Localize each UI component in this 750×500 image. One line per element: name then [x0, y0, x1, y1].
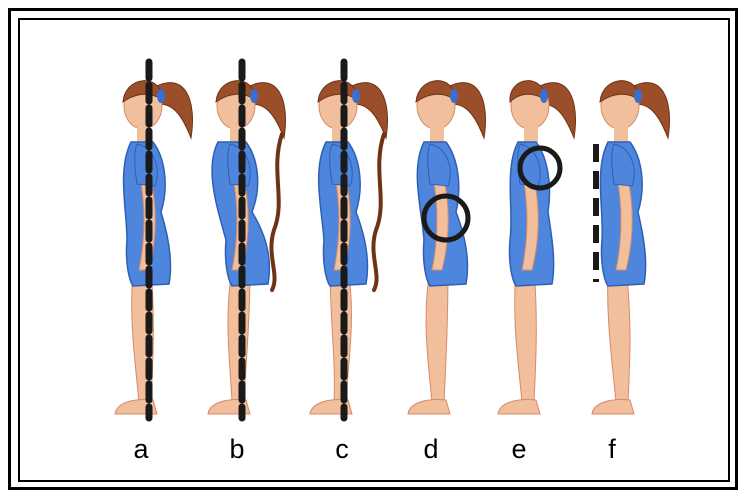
figure-a: [115, 62, 192, 418]
figure-c: [310, 62, 387, 418]
legs: [426, 268, 448, 402]
panel-label-a: a: [133, 436, 148, 463]
legs: [515, 268, 537, 402]
braid: [373, 134, 384, 290]
foot: [498, 400, 540, 414]
neck: [430, 124, 444, 142]
hair-tie: [634, 89, 642, 103]
hair-tie: [157, 89, 165, 103]
figure-f: [592, 81, 669, 414]
neck: [614, 124, 628, 142]
foot: [592, 400, 634, 414]
panel-label-f: f: [608, 436, 616, 463]
neck: [524, 124, 538, 142]
hair-tie: [352, 89, 360, 103]
panel-label-c: c: [335, 436, 349, 463]
legs: [608, 268, 630, 402]
braid: [271, 134, 282, 290]
legs: [330, 268, 351, 402]
panel-label-e: e: [511, 436, 526, 463]
figure-d: [408, 81, 485, 414]
figure-b: [208, 62, 285, 418]
hair-tie: [540, 89, 548, 103]
figure-e: [498, 81, 575, 414]
panel-label-d: d: [423, 436, 438, 463]
panel-label-b: b: [229, 436, 244, 463]
foot: [408, 400, 450, 414]
hair-tie: [250, 89, 258, 103]
hair-tie: [450, 89, 458, 103]
legs: [228, 268, 250, 402]
